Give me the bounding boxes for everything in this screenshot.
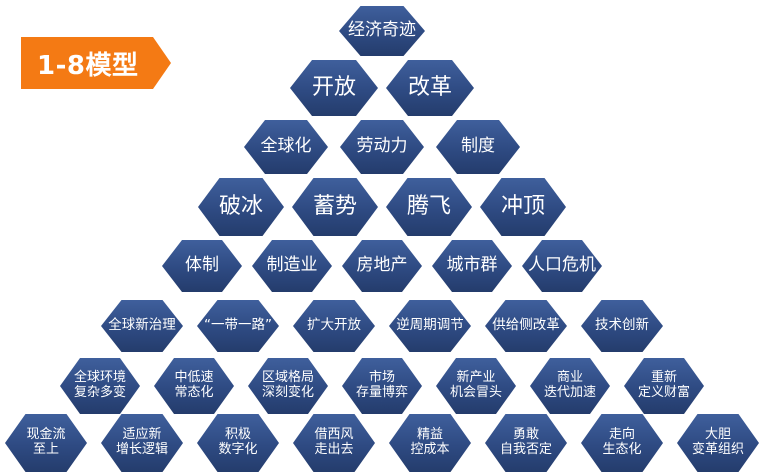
hex-node: 破冰 (198, 178, 284, 236)
hex-node: 全球化 (244, 120, 328, 174)
hex-node: 全球环境 复杂多变 (60, 358, 140, 414)
hex-node: 供给侧改革 (485, 300, 567, 352)
hex-node: 中低速 常态化 (154, 358, 234, 414)
hex-node: “一带一路” (197, 300, 279, 352)
hex-node: 经济奇迹 (339, 6, 425, 56)
hex-node: 技术创新 (581, 300, 663, 352)
hex-node: 改革 (386, 60, 474, 116)
hex-node: 蓄势 (292, 178, 378, 236)
hex-node: 房地产 (342, 240, 422, 292)
model-badge: 1-8模型 (21, 37, 171, 89)
hex-node: 市场 存量博弈 (342, 358, 422, 414)
hex-node: 逆周期调节 (389, 300, 471, 352)
hex-node: 新产业 机会冒头 (436, 358, 516, 414)
hex-node: 开放 (290, 60, 378, 116)
hex-node: 冲顶 (480, 178, 566, 236)
hex-node: 全球新治理 (101, 300, 183, 352)
hex-node: 腾飞 (386, 178, 472, 236)
hex-node: 区域格局 深刻变化 (248, 358, 328, 414)
hex-node: 制度 (436, 120, 520, 174)
hex-node: 制造业 (252, 240, 332, 292)
hex-node: 积极 数字化 (197, 414, 279, 472)
hex-node: 重新 定义财富 (624, 358, 704, 414)
hex-node: 体制 (162, 240, 242, 292)
hex-node: 精益 控成本 (389, 414, 471, 472)
hex-node: 人口危机 (522, 240, 602, 292)
hex-node: 借西风 走出去 (293, 414, 375, 472)
hex-node: 适应新 增长逻辑 (101, 414, 183, 472)
hex-node: 勇敢 自我否定 (485, 414, 567, 472)
hex-node: 城市群 (432, 240, 512, 292)
hex-node: 劳动力 (340, 120, 424, 174)
hex-node: 商业 迭代加速 (530, 358, 610, 414)
hex-node: 走向 生态化 (581, 414, 663, 472)
hex-node: 扩大开放 (293, 300, 375, 352)
model-badge-label: 1-8模型 (37, 50, 139, 81)
hex-node: 现金流 至上 (5, 414, 87, 472)
hex-node: 大胆 变革组织 (677, 414, 759, 472)
